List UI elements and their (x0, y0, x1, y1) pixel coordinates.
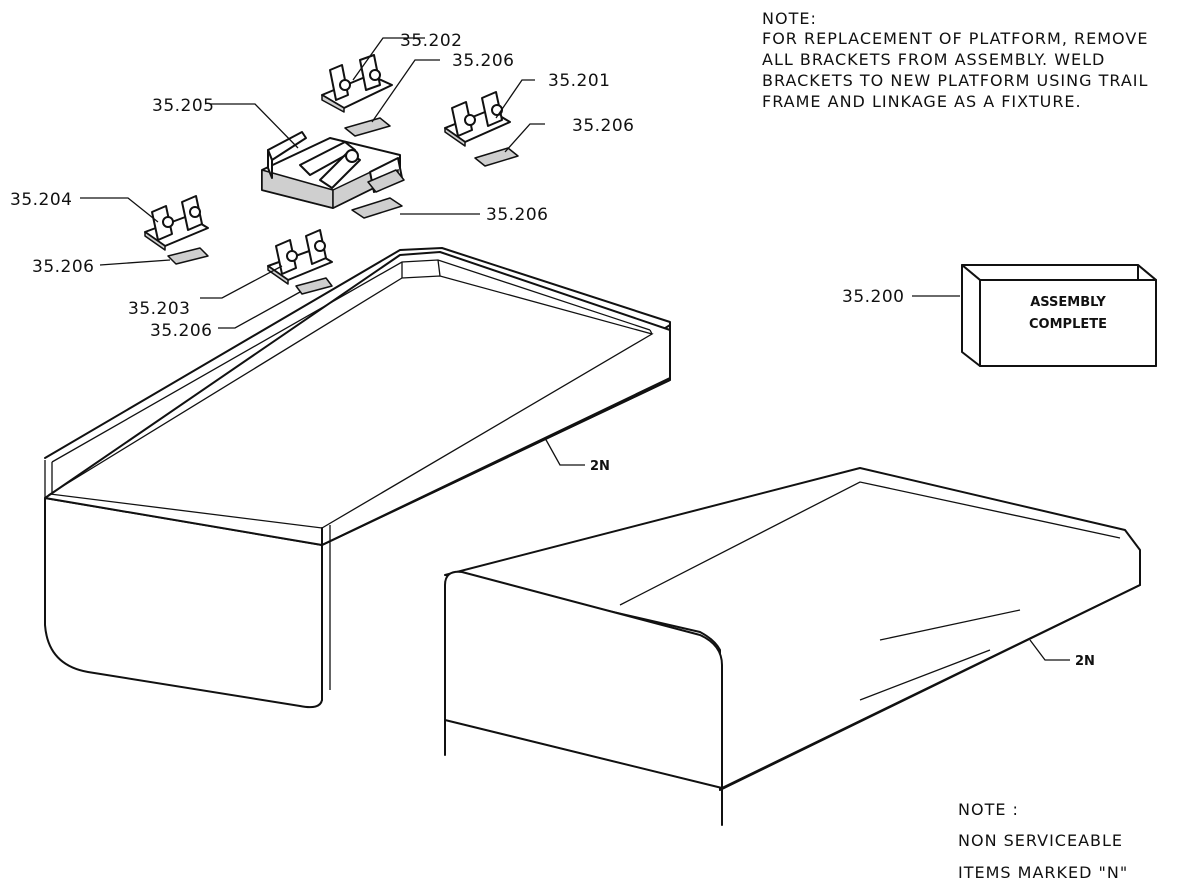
leader-lines (80, 37, 1070, 661)
callout-35-205: 35.205 (152, 96, 214, 116)
bracket-35-201 (444, 91, 511, 147)
bracket-35-205 (261, 131, 405, 209)
shim-35-206-b (474, 147, 519, 167)
top-note-line-3: ALL BRACKETS FROM ASSEMBLY. WELD (762, 50, 1105, 69)
callout-35-206-e: 35.206 (150, 321, 212, 341)
top-note-line-4: BRACKETS TO NEW PLATFORM USING TRAIL (762, 71, 1148, 90)
shim-35-206-d (295, 277, 333, 295)
callout-2n-bottom: 2N (1075, 654, 1095, 669)
callout-35-201: 35.201 (548, 71, 610, 91)
bracket-35-202 (321, 54, 393, 113)
assembly-complete-box: ASSEMBLY COMPLETE (961, 264, 1157, 367)
callout-35-206-b: 35.206 (572, 116, 634, 136)
top-note-line-5: FRAME AND LINKAGE AS A FIXTURE. (762, 92, 1082, 111)
callout-35-200: 35.200 (842, 287, 904, 307)
bracket-35-204 (144, 195, 209, 251)
callout-35-206-d: 35.206 (32, 257, 94, 277)
shim-35-206-c (167, 247, 209, 265)
assembly-box-line-1: ASSEMBLY (1030, 295, 1106, 310)
callout-35-204: 35.204 (10, 190, 72, 210)
shim-35-206-a (344, 117, 391, 137)
callout-35-206-c: 35.206 (486, 205, 548, 225)
top-note: NOTE: FOR REPLACEMENT OF PLATFORM, REMOV… (762, 9, 1148, 111)
callout-2n-top: 2N (590, 459, 610, 474)
bottom-note: NOTE : NON SERVICEABLE ITEMS MARKED "N" (958, 800, 1128, 882)
shim-35-206-e (351, 197, 403, 219)
callout-35-203: 35.203 (128, 299, 190, 319)
assembly-box-line-2: COMPLETE (1029, 317, 1107, 332)
bottom-note-line-3: ITEMS MARKED "N" (958, 863, 1128, 882)
bracket-35-203 (267, 229, 333, 285)
top-note-line-2: FOR REPLACEMENT OF PLATFORM, REMOVE (762, 29, 1148, 48)
callout-35-202: 35.202 (400, 31, 462, 51)
upper-platform (44, 247, 671, 709)
bottom-note-line-1: NOTE : (958, 800, 1019, 819)
callout-35-206-a: 35.206 (452, 51, 514, 71)
lower-platform (444, 467, 1141, 826)
top-note-line-1: NOTE: (762, 9, 817, 28)
bottom-note-line-2: NON SERVICEABLE (958, 831, 1123, 850)
callout-labels: 35.202 35.206 35.201 35.205 35.206 35.20… (10, 31, 1095, 669)
